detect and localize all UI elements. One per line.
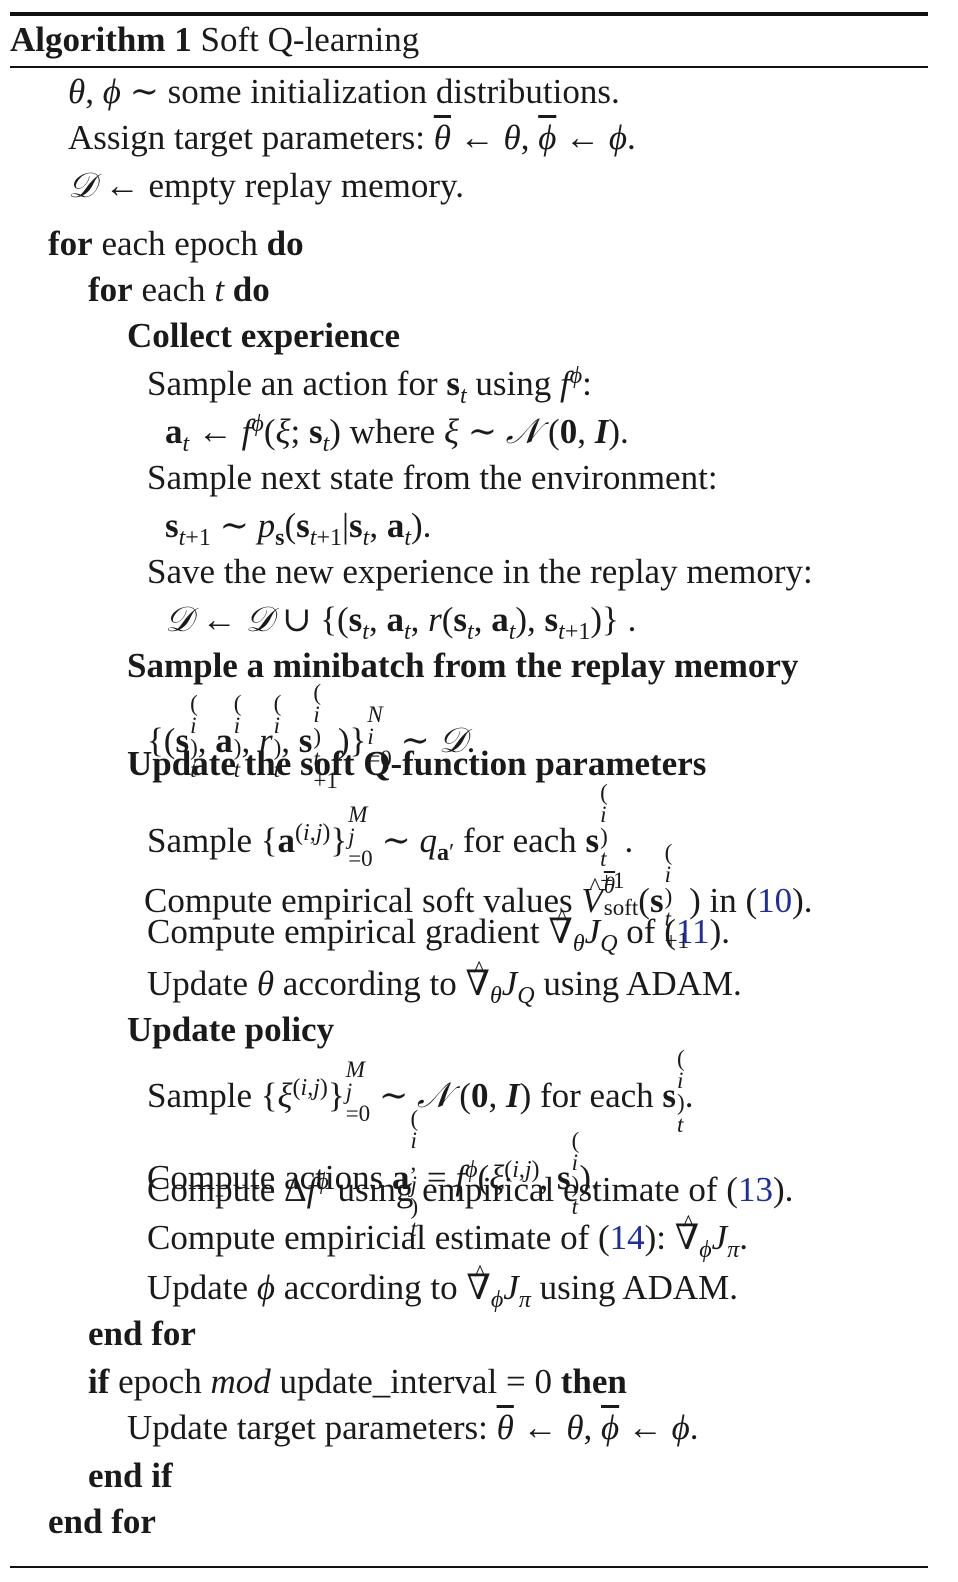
bottom-rule <box>10 1566 928 1568</box>
minibatch-header: Sample a minibatch from the replay memor… <box>127 646 799 685</box>
ref-eq-13[interactable]: 13 <box>737 1170 773 1209</box>
line-sample-action: Sample an action for st using fϕ: <box>147 363 592 409</box>
line-end-if: end if <box>88 1456 173 1495</box>
line-save-exp: Save the new experience in the replay me… <box>147 552 813 591</box>
line-end-for-inner: end for <box>88 1314 196 1353</box>
top-rule <box>10 12 928 16</box>
line-compute-gradient: Compute empirical gradient ∇θJQ of (11). <box>147 896 730 956</box>
ref-eq-14[interactable]: 14 <box>609 1218 645 1257</box>
line-action-eq: at ← fϕ(ξ; st) where ξ ∼ 𝒩 (0, I). <box>165 411 629 457</box>
line-compute-actions: Compute actions a(i,j)t = fϕ(ξ(i,j), s(i… <box>147 1106 600 1241</box>
line-end-for-outer: end for <box>48 1502 156 1541</box>
line-replay-init: 𝒟 ← empty replay memory. <box>68 166 464 206</box>
line-for-epoch: for each epoch do <box>48 224 304 263</box>
line-replay-update-eq: 𝒟 ← 𝒟 ∪ {(st, at, r(st, at), st+1)} . <box>165 600 637 645</box>
line-update-target: Update target parameters: θ ← θ, ϕ ← ϕ. <box>127 1408 699 1447</box>
line-compute-empiricial: Compute empiricial estimate of (14): ∇ϕJ… <box>147 1202 748 1262</box>
update-q-header: Update the soft Q-function parameters <box>127 744 707 783</box>
update-policy-header: Update policy <box>127 1010 335 1049</box>
line-update-phi: Update ϕ according to ∇ϕJπ using ADAM. <box>147 1252 738 1312</box>
line-assign-target: Assign target parameters: θ ← θ, ϕ ← ϕ. <box>68 118 636 157</box>
line-if-epoch: if epoch mod update_interval = 0 then <box>88 1362 627 1401</box>
line-init: θ, ϕ ∼ some initialization distributions… <box>68 72 620 111</box>
algorithm-title: Algorithm 1 Soft Q-learning <box>10 18 419 62</box>
collect-experience-header: Collect experience <box>127 316 401 355</box>
line-next-state-eq: st+1 ∼ ps(st+1|st, at). <box>165 506 432 551</box>
line-for-t: for each t do <box>88 270 270 309</box>
line-compute-delta: Compute Δfϕ using empirical estimate of … <box>147 1169 794 1209</box>
line-compute-soft-values: Compute empirical soft values Vθsoft(s(i… <box>144 841 813 952</box>
ref-eq-10[interactable]: 10 <box>757 881 793 921</box>
algorithm-label: Algorithm 1 <box>10 20 192 59</box>
algorithm-name: Soft Q-learning <box>200 20 420 59</box>
line-sample-next: Sample next state from the environment: <box>147 458 718 497</box>
line-update-theta: Update θ according to ∇θJQ using ADAM. <box>147 948 742 1008</box>
ref-eq-11[interactable]: 11 <box>675 912 710 951</box>
header-rule <box>10 66 928 68</box>
